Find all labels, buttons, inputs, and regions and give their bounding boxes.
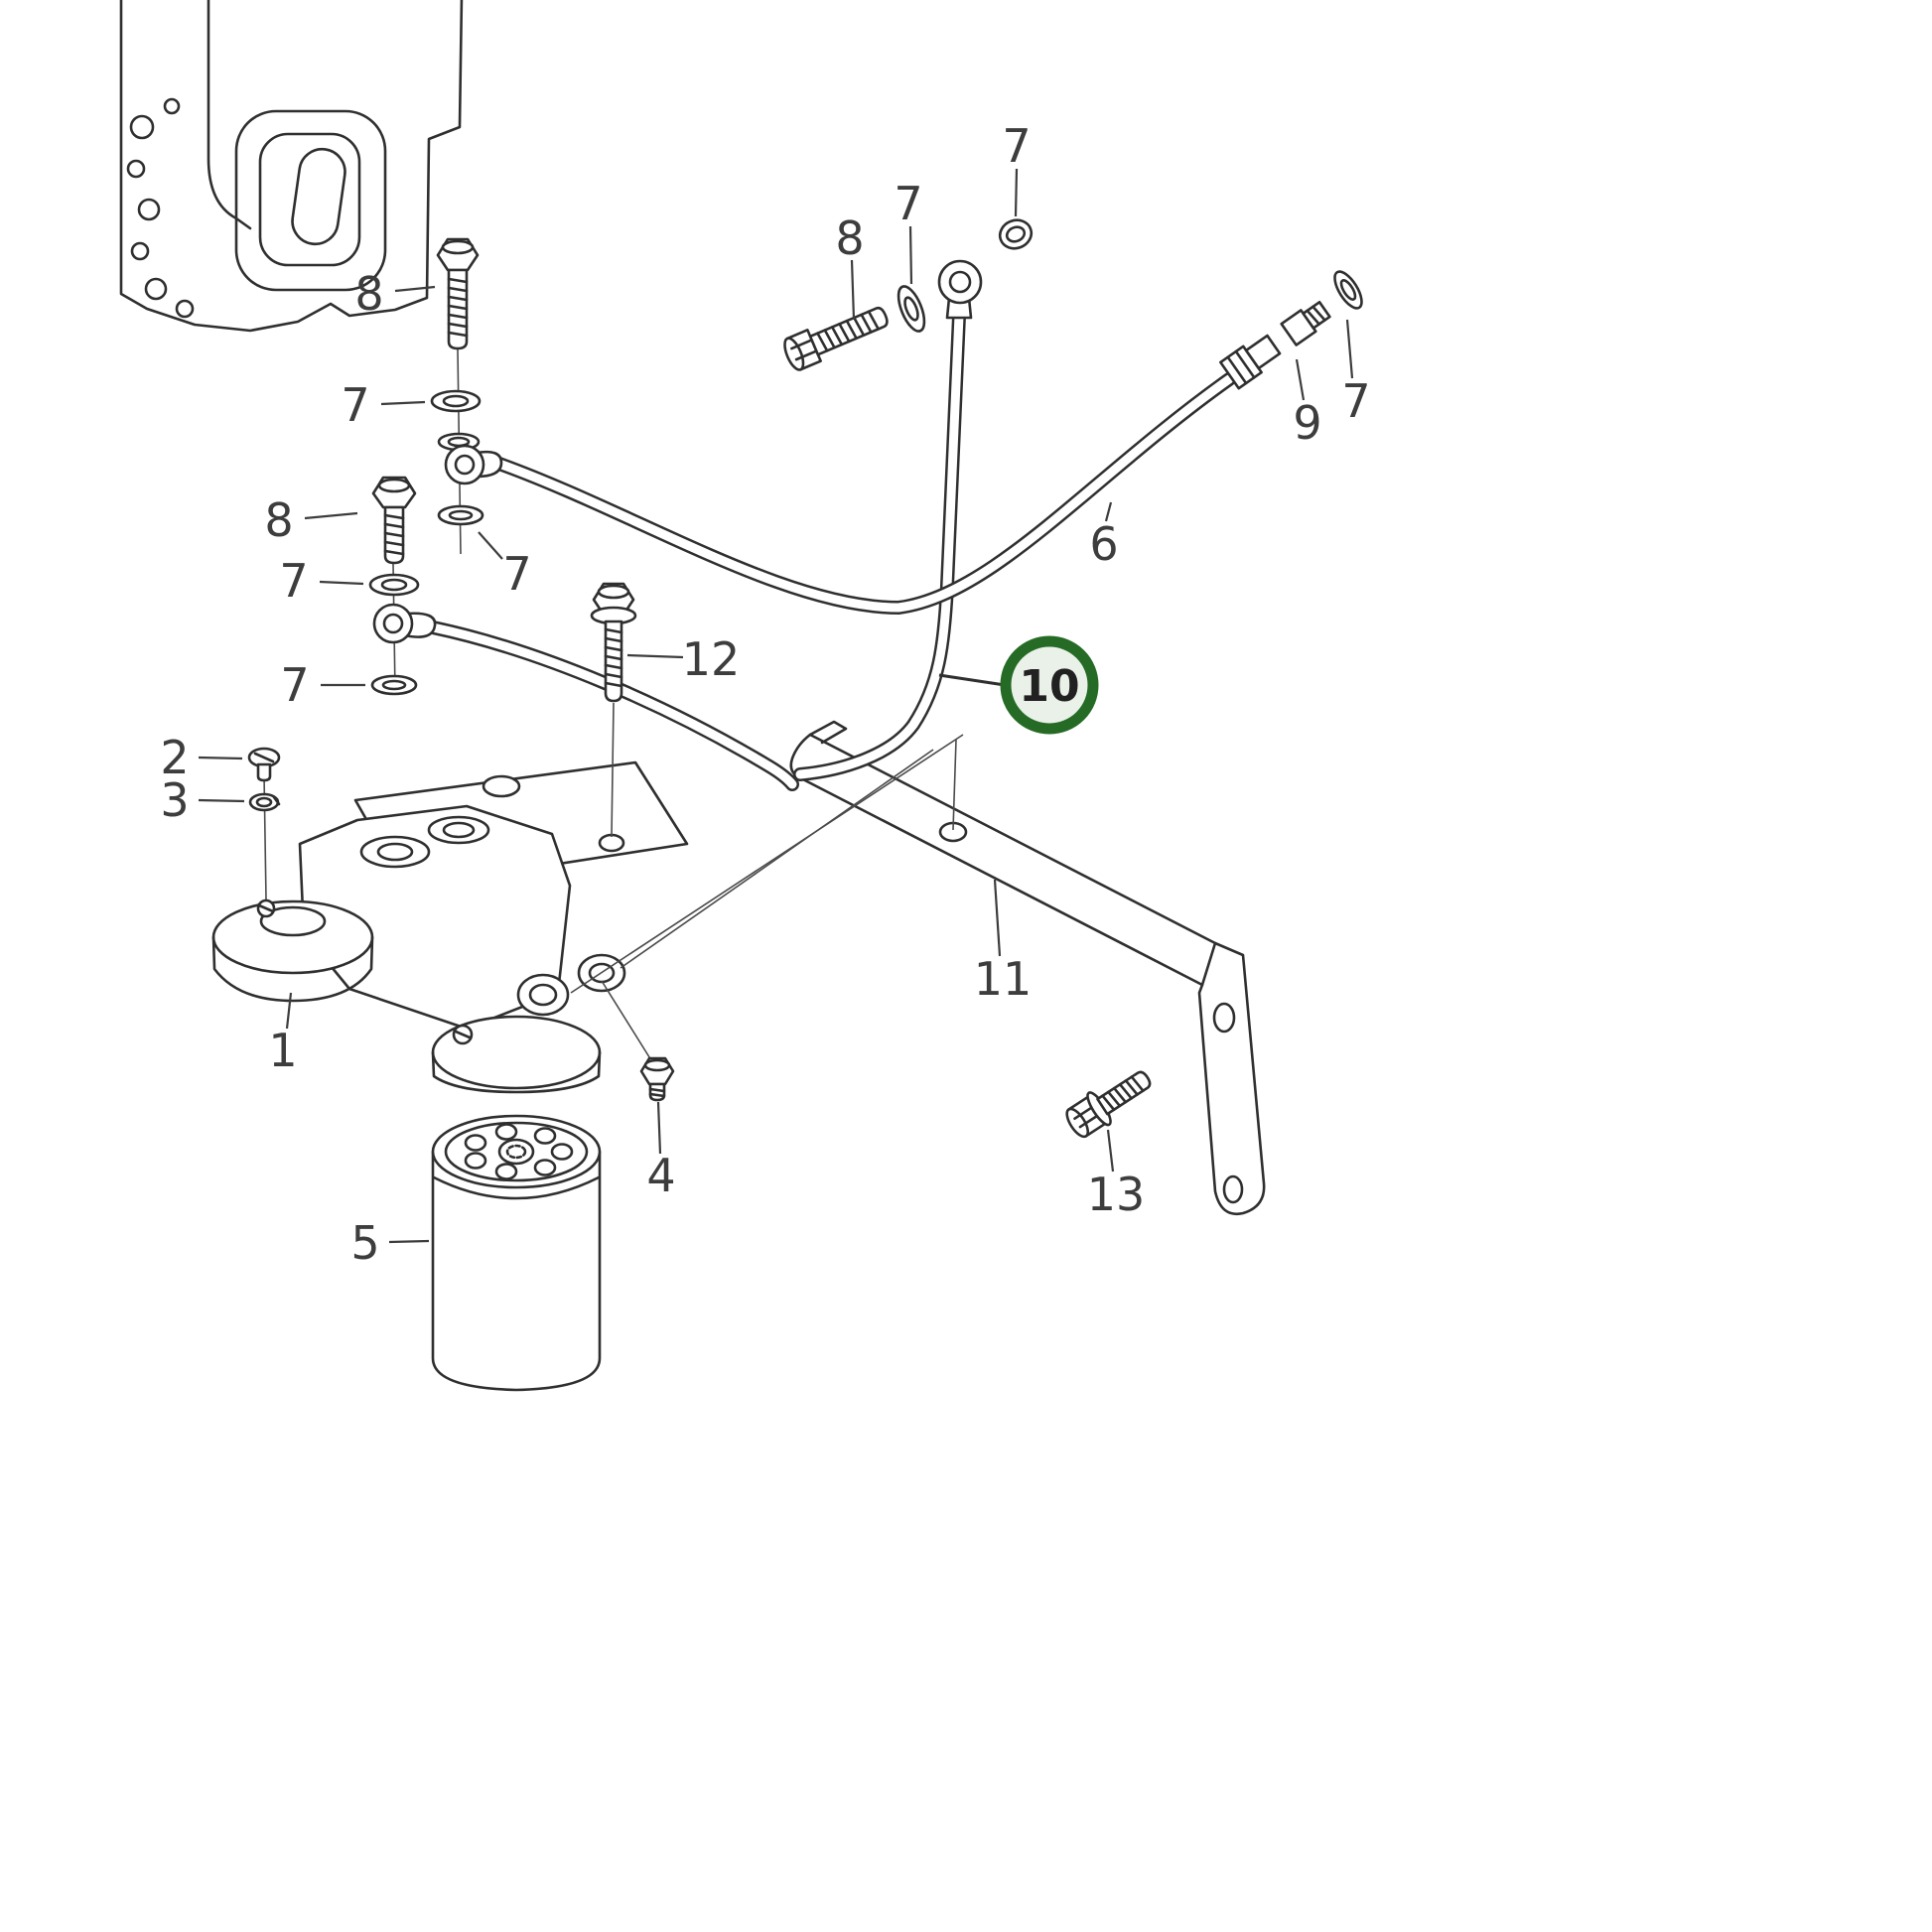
highlight-ring[interactable] [1000,635,1099,735]
block-hole [126,159,146,179]
block-hole [144,277,168,301]
leader-washer-7-mid-left [319,580,364,586]
leader-fitting-9 [1295,358,1306,401]
construction-lines-front [570,702,964,1061]
callout-bolt-8-top: 8 [835,211,864,265]
leader-bolt-12 [626,653,684,659]
callout-filter-head-1: 1 [268,1024,297,1077]
plug-4 [639,1056,675,1102]
callout-hose-6: 6 [1089,517,1118,571]
leader-filter-5 [388,1239,430,1244]
callout-washer-7-below-banjo-a: 7 [502,547,531,601]
bolt-8-top [783,306,889,371]
bolt-13 [1065,1070,1152,1139]
callout-filter-5: 5 [350,1216,379,1270]
filter-head-1 [211,760,689,1094]
washer-7-upper [998,218,1034,250]
bracket-hole [1212,1002,1236,1034]
callout-washer-7-below-banjo-b: 7 [280,658,309,712]
leader-filter-head-1 [285,992,293,1030]
callout-plug-4: 4 [646,1149,675,1202]
banjo-eye-hose-10 [937,259,983,320]
leader-washer-7-upper [1014,168,1019,217]
filter-5 [431,1114,602,1392]
plate-hole [482,774,521,798]
washers-7-upper-left [430,389,482,452]
hose-lower [426,621,799,791]
callout-bracket-11: 11 [974,952,1033,1006]
leader-bolt-8-top [850,259,856,321]
bolt-8-upper-left [436,237,480,350]
head-port [516,973,570,1017]
banjo-fitting-b [372,603,437,644]
callout-bolt-8-mid-left: 8 [264,493,293,547]
callout-washer-7-top: 7 [894,177,922,230]
leader-washer-7-below-banjo-a [478,531,503,560]
callout-fitting-9: 9 [1293,396,1321,450]
callout-bolt-13: 13 [1087,1168,1146,1221]
block-hole [130,241,150,261]
bracket-hole [1222,1174,1244,1204]
bolt-12 [590,582,637,703]
callout-bolt-8-upper-left: 8 [354,267,383,321]
callout-washer-7-mid-left: 7 [279,554,308,608]
washer-7-right [1333,270,1363,310]
callout-bolt-12: 12 [682,632,741,686]
hose-10 [793,309,966,781]
washer-7-below-banjo-b [370,674,418,696]
fitting-9 [1280,300,1331,346]
washer-7-mid-left [368,573,420,597]
leader-bolt-8-mid-left [304,511,358,520]
block-hole [137,198,161,221]
block-hole [163,97,181,115]
washer-7-top [897,285,926,333]
callout-screw-2: 2 [160,731,189,784]
leader-bolt-13 [1106,1129,1115,1173]
callout-washer-7-right: 7 [1341,374,1370,428]
leader-screw-2 [198,756,243,760]
highlight-leader [938,673,1006,687]
bolt-8-mid-left [371,476,417,565]
bracket-11 [789,720,1266,1216]
leader-washers-7-upper-left [380,400,426,406]
callout-washer-7-upper: 7 [1002,119,1031,173]
banjo-fitting-a [444,444,503,485]
engine-block [119,0,464,333]
leader-bracket-11 [993,879,1002,957]
leader-washer-7-top [908,225,913,285]
highlight-label: 10 [1019,661,1079,712]
plate-hole [598,833,625,853]
leader-washer-7-right [1345,319,1354,379]
screw-2 [247,747,281,782]
hose-6-end-nut [1219,334,1282,390]
leader-hose-6 [1104,501,1113,522]
washer-3 [248,792,281,812]
leader-washer-3 [198,798,245,803]
highlight-callout-10[interactable]: 10 [938,635,1099,735]
leader-plug-4 [656,1101,662,1155]
block-hole [129,114,155,140]
block-hole [175,299,195,319]
hose-6 [489,372,1236,616]
callout-washer-3: 3 [160,773,189,827]
leader-bolt-8-upper-left [394,285,436,293]
washer-7-below-banjo-a [437,504,484,526]
callout-washers-7-upper-left: 7 [341,378,369,432]
